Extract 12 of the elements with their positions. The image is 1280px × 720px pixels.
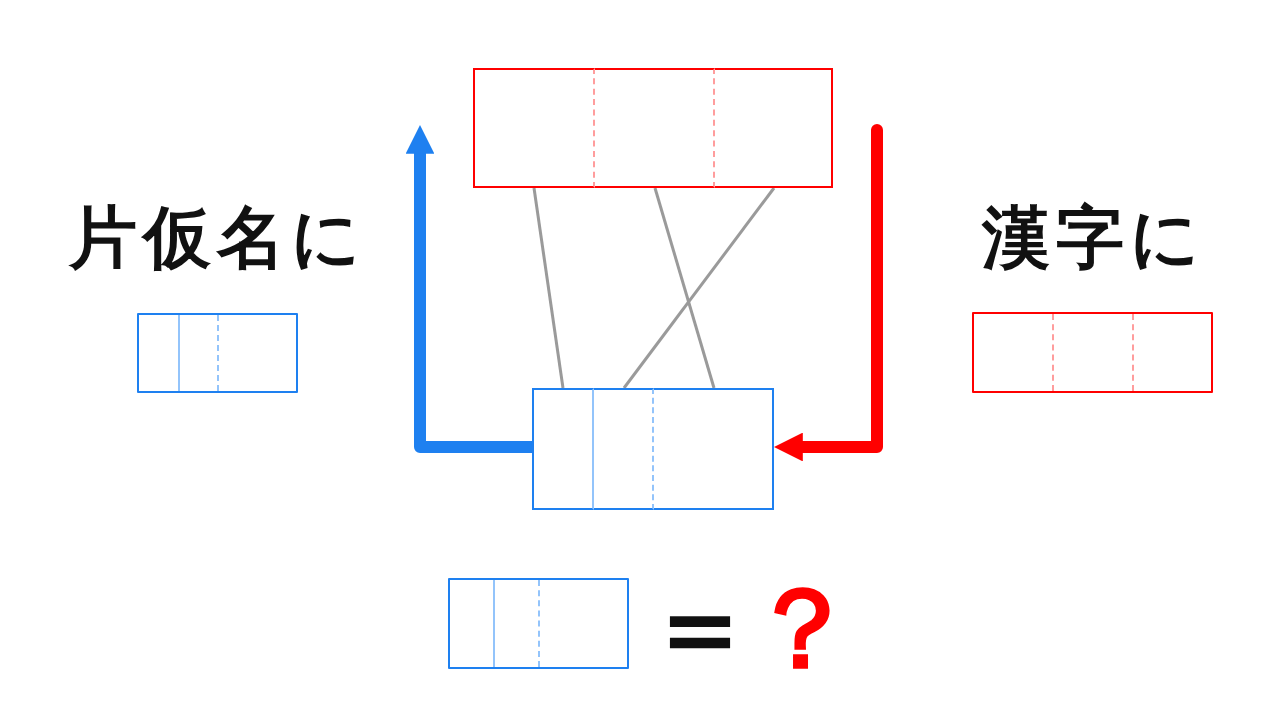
label-text: 片仮名に bbox=[69, 204, 367, 272]
segmented-box bbox=[448, 578, 629, 669]
segmented-box bbox=[532, 388, 774, 510]
box-cell bbox=[532, 388, 594, 510]
segmented-box bbox=[137, 313, 298, 393]
connector-line bbox=[532, 187, 565, 389]
segmented-box bbox=[972, 312, 1213, 393]
segmented-box bbox=[473, 68, 833, 188]
connector-line bbox=[653, 187, 716, 389]
box-cell bbox=[473, 68, 595, 188]
connector-line bbox=[622, 187, 776, 389]
arrow bbox=[774, 124, 883, 462]
